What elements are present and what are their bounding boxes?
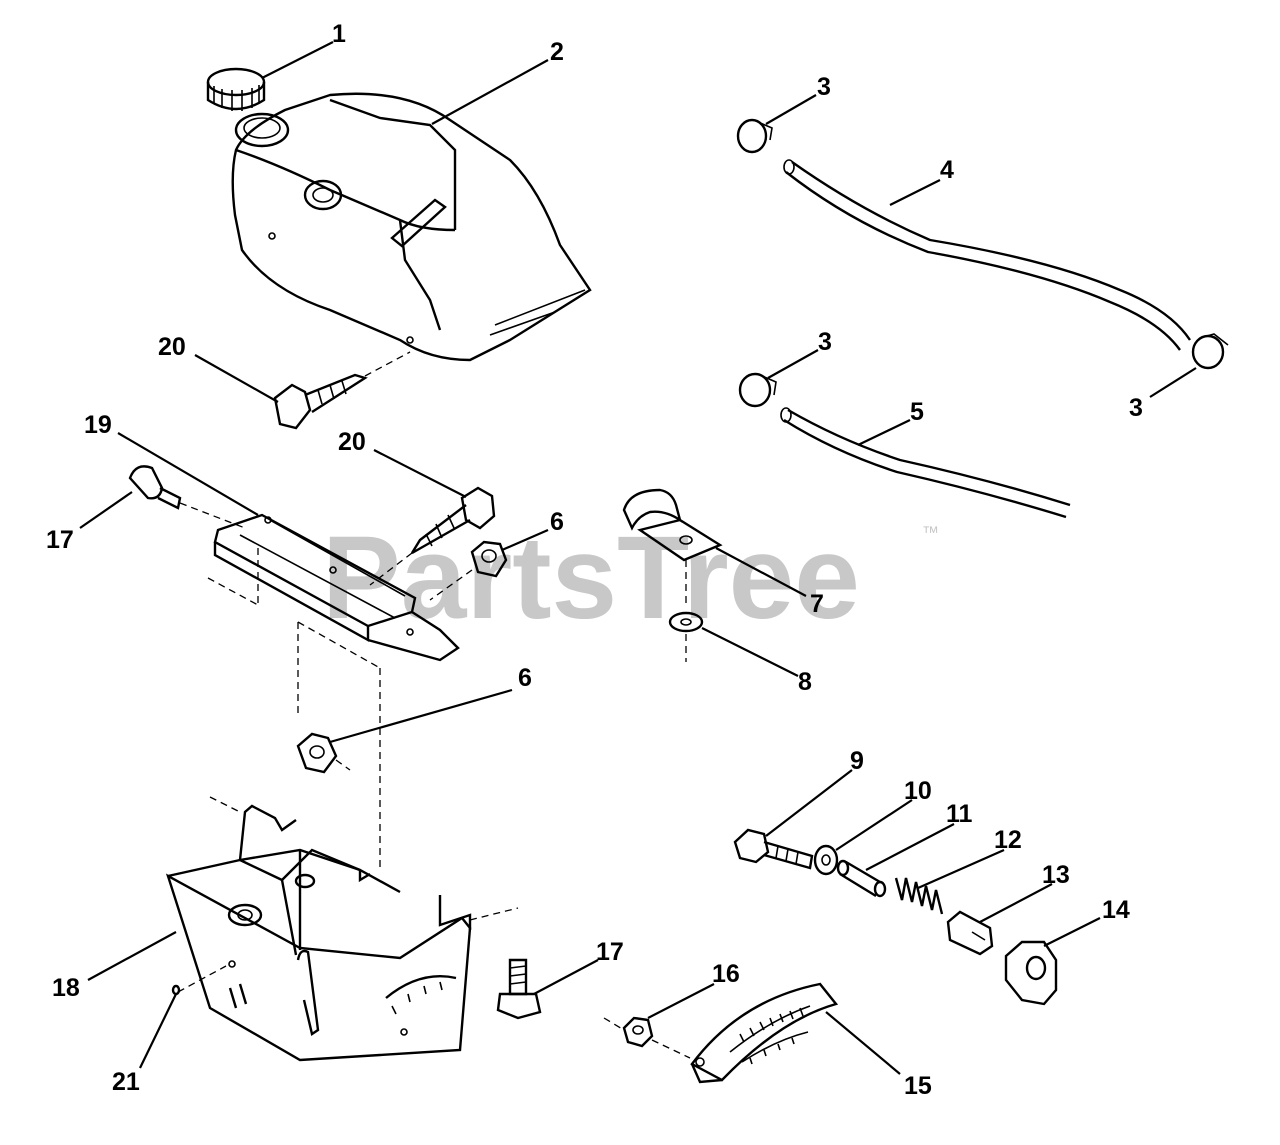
callout-6-top: 6 bbox=[550, 508, 564, 536]
callout-3-mid: 3 bbox=[818, 328, 832, 356]
pin-part bbox=[171, 984, 181, 996]
callout-6-bottom: 6 bbox=[518, 664, 532, 692]
callout-16: 16 bbox=[712, 960, 740, 988]
spacer-part bbox=[836, 859, 887, 898]
fuel-cap-part bbox=[206, 67, 266, 111]
callout-11: 11 bbox=[946, 800, 973, 828]
flat-washer-part bbox=[813, 844, 839, 876]
flange-nut-part bbox=[603, 1016, 691, 1059]
callout-21: 21 bbox=[112, 1068, 140, 1096]
hose-clamp-mid bbox=[738, 372, 777, 408]
fuel-line-short bbox=[780, 407, 1071, 519]
callout-20-mid: 20 bbox=[338, 428, 366, 456]
callout-4: 4 bbox=[940, 156, 954, 184]
spring-part bbox=[894, 877, 944, 915]
callout-9: 9 bbox=[850, 747, 864, 775]
callout-3-top: 3 bbox=[817, 73, 831, 101]
leader-lines bbox=[79, 41, 1197, 1075]
callout-1: 1 bbox=[332, 20, 346, 48]
fuel-tank-part bbox=[231, 92, 592, 362]
callout-15: 15 bbox=[904, 1072, 932, 1100]
dash-support-bracket bbox=[207, 513, 460, 662]
callout-17-bottom: 17 bbox=[596, 938, 624, 966]
adjust-bolt bbox=[733, 828, 814, 870]
callout-3-right: 3 bbox=[1129, 394, 1143, 422]
tank-screw bbox=[273, 351, 411, 430]
callout-14: 14 bbox=[1102, 896, 1130, 924]
callout-17-top: 17 bbox=[46, 526, 74, 554]
latch-bracket-part bbox=[1004, 940, 1058, 1006]
callout-12: 12 bbox=[994, 826, 1022, 854]
lock-nut-bottom bbox=[296, 621, 381, 870]
hose-clamp-right bbox=[1191, 333, 1229, 370]
carriage-bolt-bottom bbox=[496, 958, 542, 1020]
scale-plate-part bbox=[690, 982, 839, 1084]
dash-panel-part bbox=[165, 796, 519, 1062]
callout-5: 5 bbox=[910, 398, 924, 426]
callout-20-top: 20 bbox=[158, 333, 186, 361]
callout-8: 8 bbox=[798, 668, 812, 696]
lock-nut-top bbox=[429, 540, 508, 601]
callout-2: 2 bbox=[550, 38, 564, 66]
carriage-bolt-top bbox=[128, 465, 246, 529]
watermark-tm: ™ bbox=[922, 523, 939, 542]
callout-10: 10 bbox=[904, 777, 932, 805]
support-screw bbox=[369, 486, 496, 586]
callout-13: 13 bbox=[1042, 861, 1070, 889]
callout-7: 7 bbox=[810, 590, 824, 618]
callout-19: 19 bbox=[84, 411, 112, 439]
callout-numbers: 1 2 3 4 3 3 5 20 19 20 17 6 7 8 6 9 10 1… bbox=[46, 20, 1143, 1100]
hose-clip-part bbox=[622, 488, 723, 608]
washer-part bbox=[668, 611, 704, 662]
latch-part bbox=[946, 910, 994, 956]
callout-18: 18 bbox=[52, 974, 80, 1002]
hose-clamp-top bbox=[736, 118, 773, 154]
fuel-line-long bbox=[783, 159, 1191, 351]
